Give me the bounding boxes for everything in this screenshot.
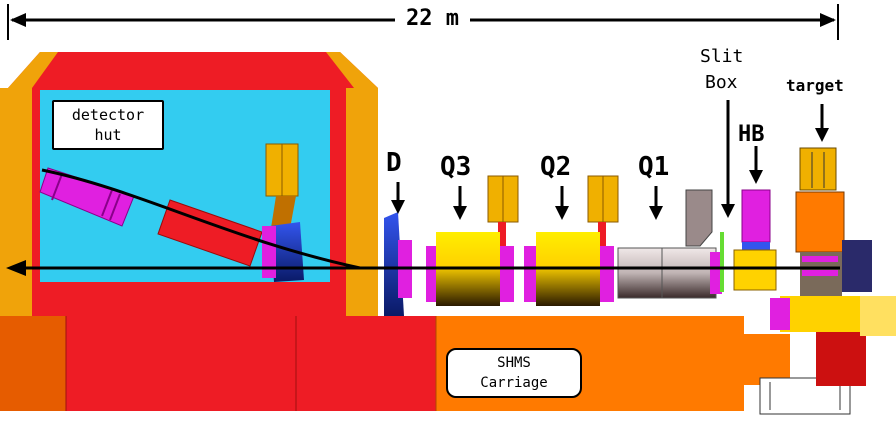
dimension-line bbox=[7, 4, 839, 40]
quadrupole-q3 bbox=[426, 175, 519, 306]
pointer-arrows bbox=[391, 100, 829, 220]
detector-hut-label: detector hut bbox=[52, 100, 164, 150]
quadrupole-q1 bbox=[617, 189, 722, 299]
detector-hut-line2: hut bbox=[94, 126, 122, 144]
shms-carriage-label: SHMS Carriage bbox=[446, 348, 582, 398]
q2-label: Q2 bbox=[540, 152, 572, 182]
hb-label: HB bbox=[738, 122, 765, 147]
quadrupole-q2 bbox=[524, 175, 619, 306]
d-label: D bbox=[386, 148, 402, 178]
detector-hut-line1: detector bbox=[71, 106, 145, 124]
slit-box bbox=[720, 232, 724, 292]
carriage-line1: SHMS bbox=[497, 355, 531, 371]
carriage-line2: Carriage bbox=[480, 375, 548, 391]
slit-box-label-line1: Slit bbox=[700, 46, 744, 67]
q3-label: Q3 bbox=[440, 152, 472, 182]
target-chamber bbox=[770, 147, 896, 336]
q1-label: Q1 bbox=[638, 152, 670, 182]
dimension-label: 22 m bbox=[402, 8, 463, 30]
beam-line bbox=[6, 168, 840, 276]
slit-box-label-line2: Box bbox=[705, 72, 738, 93]
dipole-d bbox=[384, 212, 412, 316]
target-label: target bbox=[786, 76, 844, 95]
horizontal-bender-hb bbox=[733, 189, 777, 291]
detector-hut bbox=[0, 52, 378, 316]
